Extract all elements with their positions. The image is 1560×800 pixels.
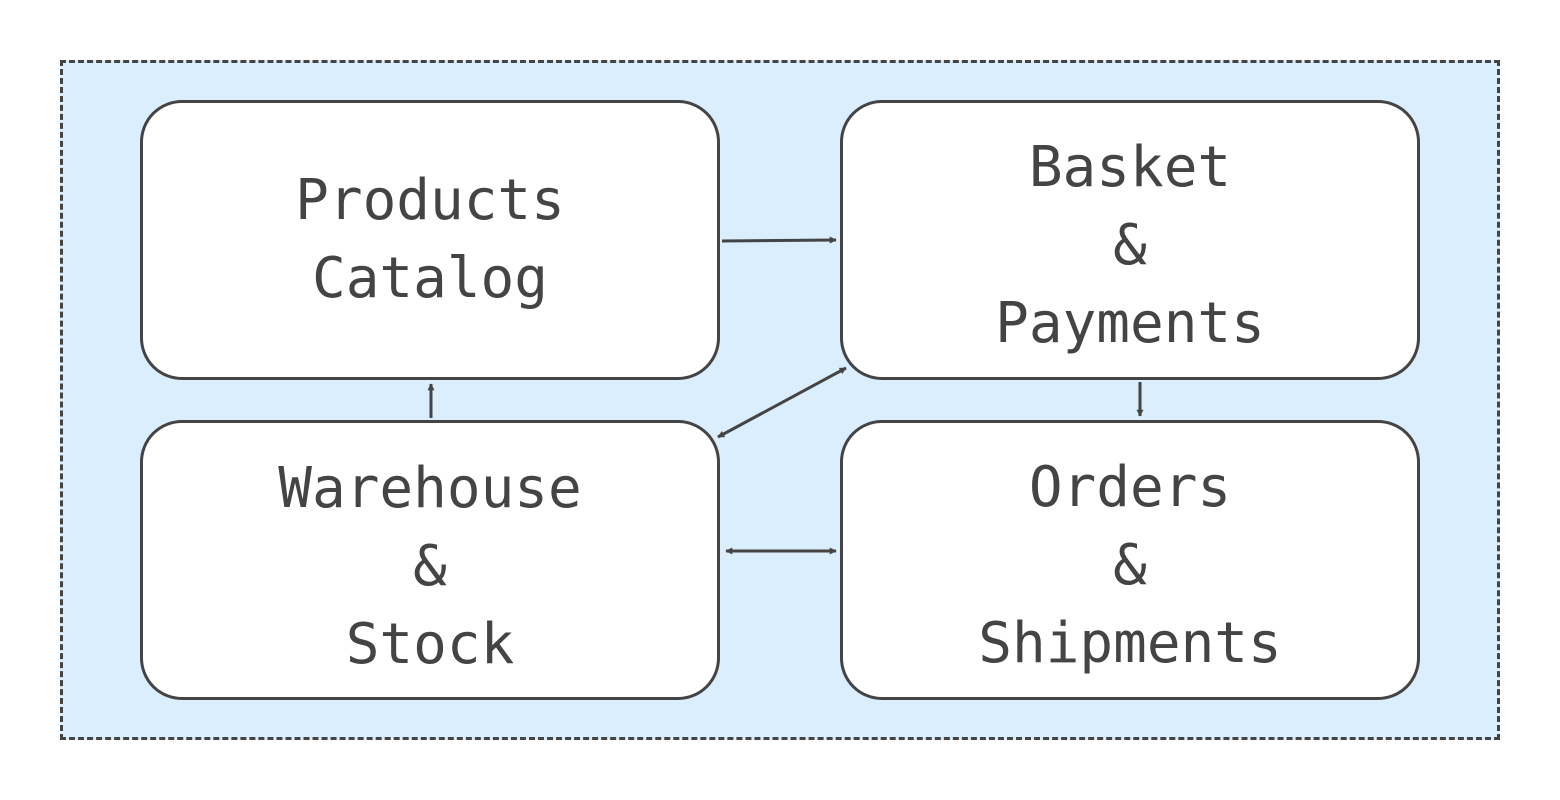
node-products-catalog: Products Catalog: [140, 100, 720, 380]
node-label-line: Payments: [995, 291, 1265, 356]
node-label: Orders & Shipments: [978, 449, 1281, 683]
node-label-line: Catalog: [311, 246, 548, 311]
node-label-line: &: [413, 534, 447, 599]
node-label: Products Catalog: [295, 162, 565, 318]
node-label-line: Basket: [1028, 135, 1232, 200]
node-label-line: &: [1113, 533, 1147, 598]
node-label-line: Warehouse: [278, 456, 582, 521]
node-warehouse-stock: Warehouse & Stock: [140, 420, 720, 700]
node-label-line: Stock: [345, 612, 515, 677]
node-label-line: &: [1113, 213, 1147, 278]
node-basket-payments: Basket & Payments: [840, 100, 1420, 380]
node-label: Warehouse & Stock: [278, 450, 581, 684]
node-orders-shipments: Orders & Shipments: [840, 420, 1420, 700]
node-label-line: Products: [295, 168, 565, 233]
node-label-line: Orders: [1028, 455, 1232, 520]
node-label: Basket & Payments: [995, 129, 1265, 363]
node-label-line: Shipments: [978, 611, 1282, 676]
